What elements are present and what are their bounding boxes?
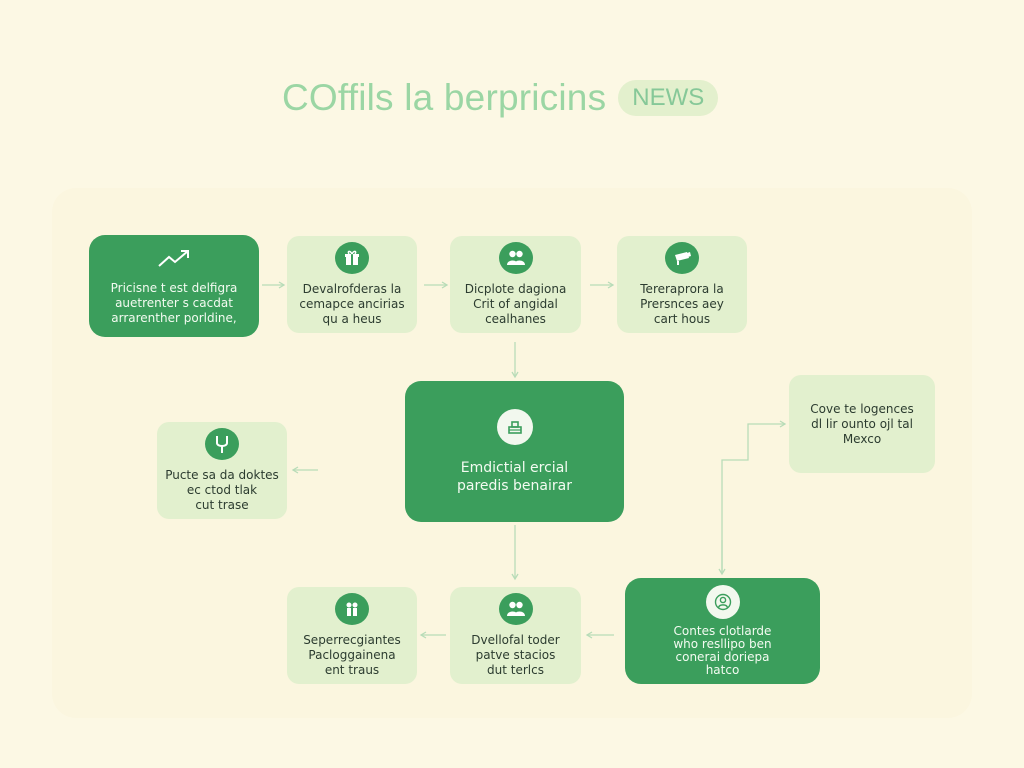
step-node-2: Devalrofderas la cemapce ancirias qu a h…	[287, 236, 417, 333]
connector-n7-n10	[721, 420, 787, 574]
people-icon	[498, 242, 533, 274]
node-3-line-2: Crit of angidal	[473, 297, 558, 311]
node-4-line-1: Tereraprora la	[640, 282, 724, 296]
node-8-line-3: ent traus	[324, 663, 380, 677]
user-icon	[705, 585, 740, 619]
title-text: COffils la berpricins	[282, 77, 607, 118]
node-2-line-3: qu a heus	[322, 312, 382, 326]
node-5-line-1: Emdictial ercial	[460, 459, 569, 476]
node-10-line-3: conerai doriepa	[675, 650, 770, 664]
gift-people-icon	[335, 593, 369, 625]
node-4-line-2: Prersnces aey	[640, 297, 724, 311]
node-10-line-2: who resllipo ben	[673, 637, 772, 651]
node-6-line-2: ec ctod tlak	[186, 483, 258, 497]
node-7-line-3: Mexco	[842, 431, 882, 446]
page-title: COffils la berpricins NEWS	[282, 76, 719, 120]
node-4-line-3: cart hous	[653, 312, 711, 326]
node-10-line-4: hatco	[705, 663, 740, 677]
node-2-line-2: cemapce ancirias	[299, 297, 405, 311]
node-8-line-2: Pacloggainena	[308, 648, 396, 662]
step-node-3: Dicplote dagiona Crit of angidal cealhan…	[450, 236, 581, 333]
node-6-line-3: cut trase	[195, 498, 249, 512]
node-2-line-1: Devalrofderas la	[302, 282, 402, 296]
node-3-line-3: cealhanes	[485, 312, 546, 326]
node-9-line-1: Dvellofal toder	[471, 633, 560, 647]
step-node-1: Pricisne t est delfigra auetrenter s cac…	[89, 235, 259, 337]
step-node-9: Dvellofal toder patve stacios dut terlcs	[450, 587, 581, 684]
node-1-line-2: auetrenter s cacdat	[115, 295, 233, 310]
camera-icon	[665, 242, 699, 274]
node-5-line-2: paredis benairar	[457, 477, 572, 494]
gift-icon	[335, 242, 369, 274]
node-1-line-1: Pricisne t est delfigra	[110, 280, 238, 295]
step-node-10: Contes clotlarde who resllipo ben conera…	[625, 578, 820, 684]
node-1-line-3: arrarenther porldine,	[111, 310, 237, 325]
node-10-line-1: Contes clotlarde	[673, 624, 772, 638]
node-7-line-1: Cove te logences	[810, 401, 914, 416]
tuning-fork-icon	[205, 428, 239, 460]
trending-up-icon	[156, 247, 192, 273]
step-node-6: Pucte sa da doktes ec ctod tlak cut tras…	[157, 422, 287, 519]
step-node-7: Cove te logences dl lir ounto ojl tal Me…	[789, 375, 935, 473]
central-node: Emdictial ercial paredis benairar	[405, 381, 624, 522]
node-7-line-2: dl lir ounto ojl tal	[811, 416, 913, 431]
node-9-line-2: patve stacios	[475, 648, 556, 662]
node-6-line-1: Pucte sa da doktes	[165, 468, 279, 482]
node-3-line-1: Dicplote dagiona	[464, 282, 567, 296]
node-8-line-1: Seperrecgiantes	[303, 633, 401, 647]
people-icon	[498, 593, 533, 625]
step-node-4: Tereraprora la Prersnces aey cart hous	[617, 236, 747, 333]
step-node-8: Seperrecgiantes Pacloggainena ent traus	[287, 587, 417, 684]
node-9-line-3: dut terlcs	[487, 663, 544, 677]
news-badge: NEWS	[618, 80, 719, 116]
box-icon	[496, 408, 533, 445]
